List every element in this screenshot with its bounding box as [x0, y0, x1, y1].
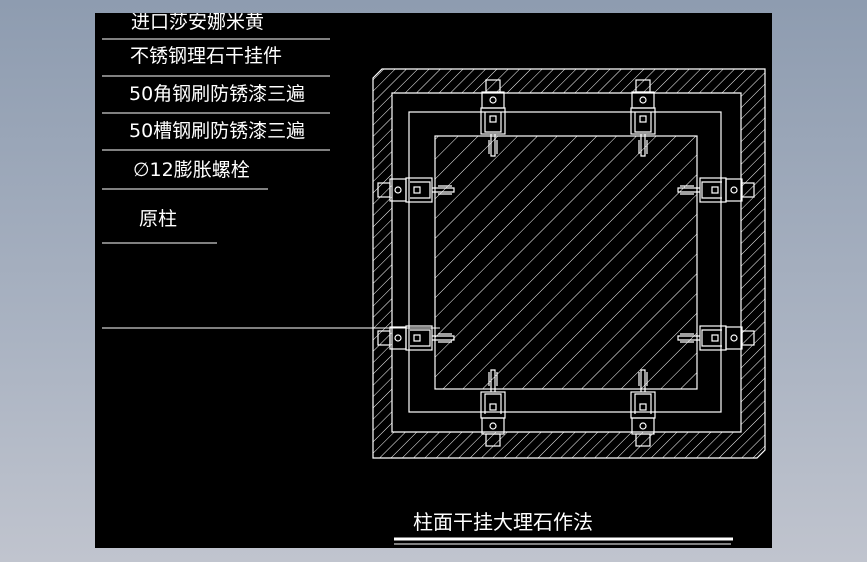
label-angle-steel: 50角钢刷防锈漆三遍: [129, 83, 306, 105]
outer-cladding: [372, 68, 766, 459]
label-expansion-bolt: ∅12膨胀螺栓: [133, 159, 250, 181]
cad-drawing-canvas[interactable]: 进口莎安娜米黄 不锈钢理石干挂件 50角钢刷防锈漆三遍 50槽钢刷防锈漆三遍 ∅…: [95, 13, 772, 548]
column-section-drawing: [102, 38, 766, 545]
label-original-column: 原柱: [139, 208, 178, 230]
label-marble: 进口莎安娜米黄: [131, 13, 265, 33]
leader-lines: [102, 38, 733, 545]
original-column: [434, 135, 698, 390]
drawing-title: 柱面干挂大理石作法: [413, 510, 593, 534]
label-channel-steel: 50槽钢刷防锈漆三遍: [129, 120, 306, 142]
label-stainless-hanger: 不锈钢理石干挂件: [130, 45, 283, 67]
steel-frame: [408, 111, 722, 413]
